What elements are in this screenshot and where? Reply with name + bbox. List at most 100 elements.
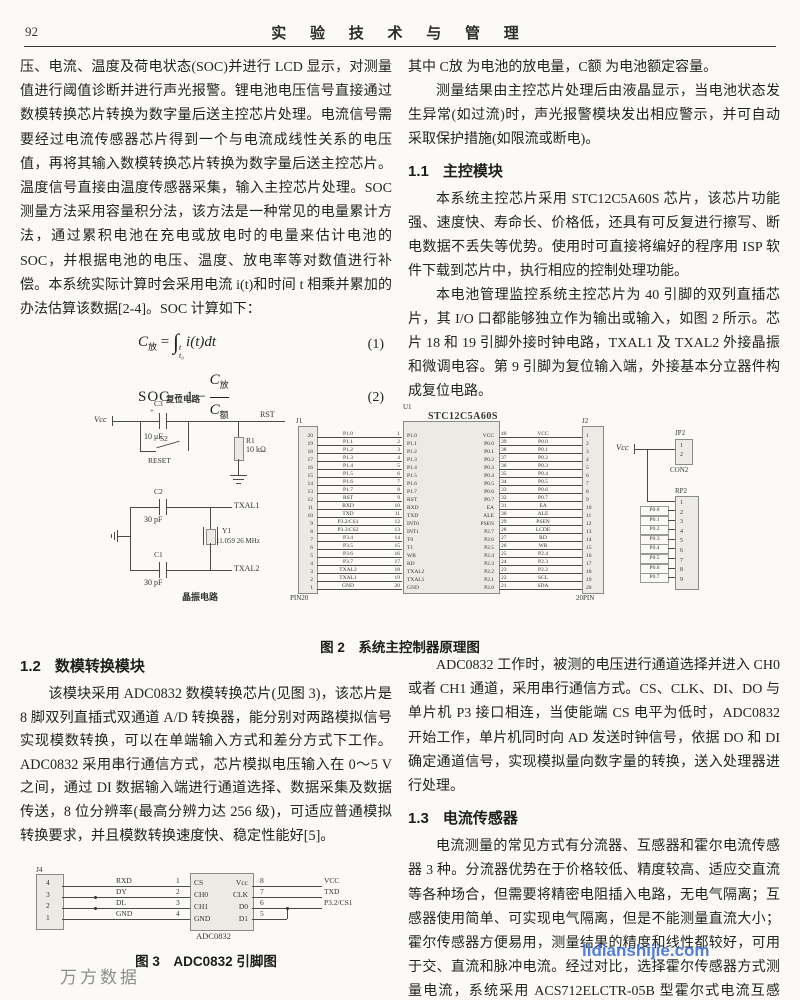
j2-pin: 2 bbox=[586, 441, 589, 447]
wire bbox=[499, 549, 582, 550]
net-label: P3.6 bbox=[343, 551, 353, 557]
net-label: P0.2 bbox=[538, 455, 548, 461]
u1-left-pin-label: P1.2 bbox=[407, 449, 417, 455]
junction-dot bbox=[286, 907, 289, 910]
chip-pin-number: 30 bbox=[501, 511, 507, 517]
u1-left-pin-label: INT0 bbox=[407, 521, 419, 527]
wanfang-watermark: 万方数据 bbox=[60, 968, 140, 987]
net-label: RD bbox=[539, 535, 547, 541]
chip-pin-number: 32 bbox=[501, 495, 507, 501]
net-label: SDA bbox=[537, 583, 549, 589]
chip-pin-number: 39 bbox=[501, 439, 507, 445]
r1-box bbox=[234, 437, 244, 461]
net-label: P1.6 bbox=[343, 479, 353, 485]
rp2-pin: 9 bbox=[680, 576, 683, 583]
wire bbox=[317, 525, 402, 526]
c1-value: 30 pF bbox=[144, 578, 163, 587]
wire bbox=[317, 509, 402, 510]
u1-left-pin-label: TXAL1 bbox=[407, 577, 425, 583]
j2-pin: 11 bbox=[586, 513, 592, 519]
wire bbox=[62, 886, 190, 887]
j2-pin: 4 bbox=[586, 457, 589, 463]
right-column-top: 其中 C放 为电池的放电量，C额 为电池额定容量。 测量结果由主控芯片处理后由液… bbox=[408, 56, 780, 404]
net-label: DY bbox=[116, 887, 127, 896]
u1-left-pin-label: WR bbox=[407, 553, 416, 559]
c3-value: 10 μF bbox=[144, 432, 163, 441]
wire bbox=[668, 529, 675, 531]
y1-crystal bbox=[206, 529, 216, 545]
u1-chip bbox=[403, 421, 500, 594]
chip-pin-number: 37 bbox=[501, 455, 507, 461]
page-number: 92 bbox=[25, 24, 38, 39]
right-column-bottom: ADC0832 工作时，被测的电压进行通道选择并进入 CH0 或者 CH1 通道… bbox=[408, 654, 780, 1000]
u1-left-pin-label: RXD bbox=[407, 505, 419, 511]
j1-pin: 10 bbox=[307, 513, 314, 519]
net-label: P0.1 bbox=[538, 447, 548, 453]
u1-left-pin-label: P1.7 bbox=[407, 489, 417, 495]
wire bbox=[166, 421, 285, 422]
wire bbox=[112, 416, 113, 426]
wire bbox=[238, 421, 239, 437]
net-label: P1.2 bbox=[343, 447, 353, 453]
j4-pin: 3 bbox=[46, 889, 50, 899]
net-label: TXD bbox=[324, 887, 340, 896]
wire bbox=[499, 453, 582, 454]
wire bbox=[499, 485, 582, 486]
j4-name: J4 bbox=[36, 865, 43, 874]
net-label: RXD bbox=[342, 503, 354, 509]
wire bbox=[62, 908, 190, 909]
j1-connector bbox=[298, 426, 318, 594]
u1-right-pin-label: P2.3 bbox=[484, 561, 494, 567]
rp2-network bbox=[675, 496, 699, 590]
chip-pin-number: 29 bbox=[501, 519, 507, 525]
wire bbox=[317, 453, 402, 454]
j2-type: 20PIN bbox=[576, 594, 595, 602]
j1-pin: 14 bbox=[307, 481, 314, 487]
c1-label: C1 bbox=[154, 550, 163, 559]
wire bbox=[317, 533, 402, 534]
j1-pin: 6 bbox=[310, 545, 313, 551]
chip-pin-number: 13 bbox=[394, 527, 401, 533]
rp2-pin: 5 bbox=[680, 538, 683, 545]
wire bbox=[499, 581, 582, 582]
body-paragraph: 压、电流、温度及荷电状态(SOC)并进行 LCD 显示，对测量值进行阈值诊断并进… bbox=[20, 60, 392, 318]
c3-label: C3 bbox=[154, 399, 163, 408]
rp2-net-label: P0.7 bbox=[640, 573, 669, 584]
rp2-net-label: P0.0 bbox=[640, 506, 669, 516]
chip-pin-number: 22 bbox=[501, 575, 507, 581]
wire bbox=[499, 501, 582, 502]
j1-type: PIN20 bbox=[290, 594, 309, 602]
j2-pin: 15 bbox=[586, 545, 592, 551]
wire bbox=[113, 421, 159, 422]
wire bbox=[166, 507, 232, 508]
chip-pin-number: 9 bbox=[397, 495, 400, 501]
j2-pin: 10 bbox=[586, 505, 592, 511]
wire bbox=[166, 562, 167, 578]
adc-left-pin-label: CH0 bbox=[194, 890, 209, 899]
body-paragraph: 测量结果由主控芯片处理后由液晶显示，当电池状态发生异常(如过流)时，声光报警模块… bbox=[408, 84, 780, 147]
chip-pin-number: 21 bbox=[501, 583, 507, 589]
rp2-pin: 1 bbox=[680, 500, 683, 506]
net-label: P3.2/CS1 bbox=[337, 519, 359, 525]
j2-pin: 6 bbox=[586, 473, 589, 479]
j1-pin: 11 bbox=[307, 505, 313, 511]
txal2-net-label: TXAL2 bbox=[234, 564, 260, 573]
wire bbox=[317, 501, 402, 502]
chip-pin-number: 14 bbox=[394, 535, 401, 541]
chip-pin-number: 12 bbox=[394, 519, 401, 525]
net-label: P2.3 bbox=[538, 559, 548, 565]
rp2-pin: 4 bbox=[680, 528, 683, 535]
wire bbox=[117, 536, 130, 537]
chip-pin-number: 4 bbox=[176, 909, 180, 918]
wire bbox=[668, 567, 675, 569]
rp2-pin: 8 bbox=[680, 567, 683, 574]
u1-left-pin-label: RD bbox=[407, 561, 415, 567]
net-label: PSEN bbox=[536, 519, 550, 525]
body-paragraph: 该模块采用 ADC0832 数模转换芯片(见图 3)，该芯片是 8 脚双列直插式… bbox=[20, 686, 392, 844]
chip-pin-number: 5 bbox=[260, 909, 264, 918]
u1-left-pin-label: GND bbox=[407, 585, 419, 591]
wire bbox=[114, 532, 115, 540]
